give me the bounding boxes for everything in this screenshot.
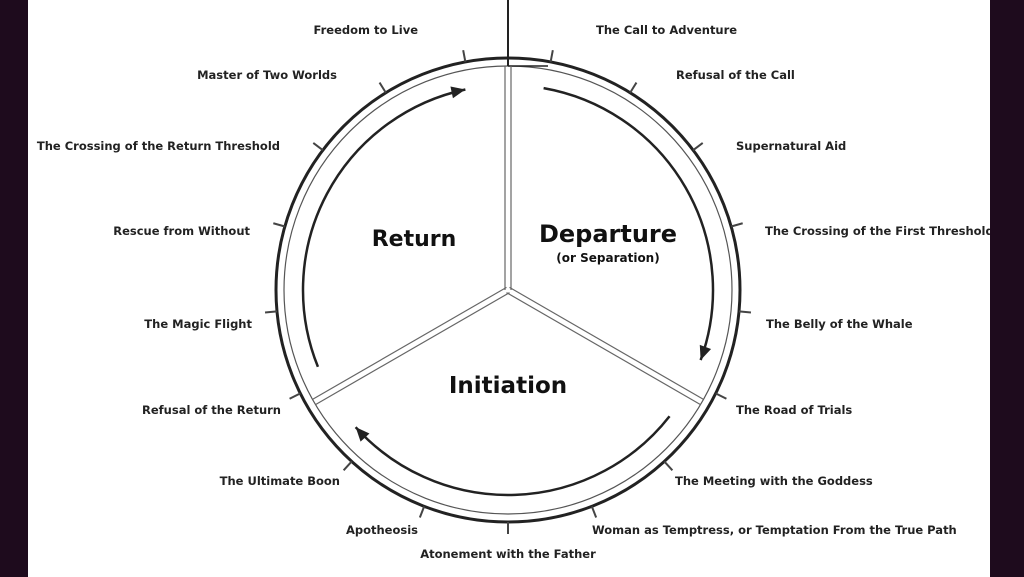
stage-title-departure: Departure: [539, 220, 677, 248]
outer-ring: [274, 56, 742, 524]
step-tick: [738, 310, 752, 314]
initiation-arc: [354, 415, 671, 497]
step-tick: [312, 142, 324, 151]
divider-line: [315, 292, 510, 406]
stage-title-initiation: Initiation: [449, 373, 567, 399]
return-arrowhead: [450, 86, 466, 99]
step-label: Apotheosis: [346, 523, 418, 537]
step-tick: [730, 222, 743, 228]
step-label: The Crossing of the Return Threshold: [37, 139, 280, 153]
departure-arrowhead: [699, 344, 712, 361]
divider-line: [312, 286, 507, 400]
heros-journey-cycle-diagram: Departure (or Separation) Return Initiat…: [37, 0, 990, 561]
step-tick: [264, 310, 278, 314]
direction-arrows: [301, 86, 715, 497]
inner-ring: [283, 65, 733, 515]
divider-line: [506, 292, 701, 406]
step-tick: [549, 49, 554, 63]
diagram-canvas: Departure (or Separation) Return Initiat…: [28, 0, 990, 577]
cycle-rings: [274, 56, 742, 524]
step-tick: [289, 392, 301, 400]
departure-arc: [543, 86, 715, 361]
return-arc: [301, 88, 466, 368]
step-label: Rescue from Without: [113, 224, 250, 238]
step-label: Supernatural Aid: [736, 139, 846, 153]
step-label: The Magic Flight: [144, 317, 252, 331]
step-label: The Crossing of the First Threshold: [765, 224, 990, 238]
step-labels: The Call to Adventure Refusal of the Cal…: [37, 23, 990, 561]
step-label: The Belly of the Whale: [766, 317, 913, 331]
step-tick: [342, 460, 353, 471]
step-label: The Ultimate Boon: [220, 474, 340, 488]
step-tick: [715, 392, 727, 400]
step-tick: [418, 505, 426, 518]
step-label: Refusal of the Return: [142, 403, 281, 417]
step-tick: [378, 82, 387, 94]
stage-subtitle-departure: (or Separation): [556, 251, 659, 265]
stage-dividers: [312, 0, 704, 406]
step-ticks: [264, 49, 752, 534]
step-tick: [663, 460, 674, 471]
step-tick: [462, 49, 467, 63]
step-label: The Call to Adventure: [596, 23, 737, 37]
step-label: The Road of Trials: [736, 403, 852, 417]
initiation-arrowhead: [355, 427, 370, 442]
step-label: Master of Two Worlds: [197, 68, 337, 82]
step-label: Atonement with the Father: [420, 547, 596, 561]
step-tick: [629, 82, 638, 94]
divider-line: [509, 286, 704, 400]
stage-title-return: Return: [372, 227, 457, 252]
step-tick: [590, 505, 598, 518]
step-label: The Meeting with the Goddess: [675, 474, 873, 488]
step-label: Freedom to Live: [314, 23, 419, 37]
step-tick: [692, 142, 704, 151]
step-tick: [273, 222, 286, 228]
step-label: Refusal of the Call: [676, 68, 795, 82]
step-label: Woman as Temptress, or Temptation From t…: [592, 523, 957, 537]
